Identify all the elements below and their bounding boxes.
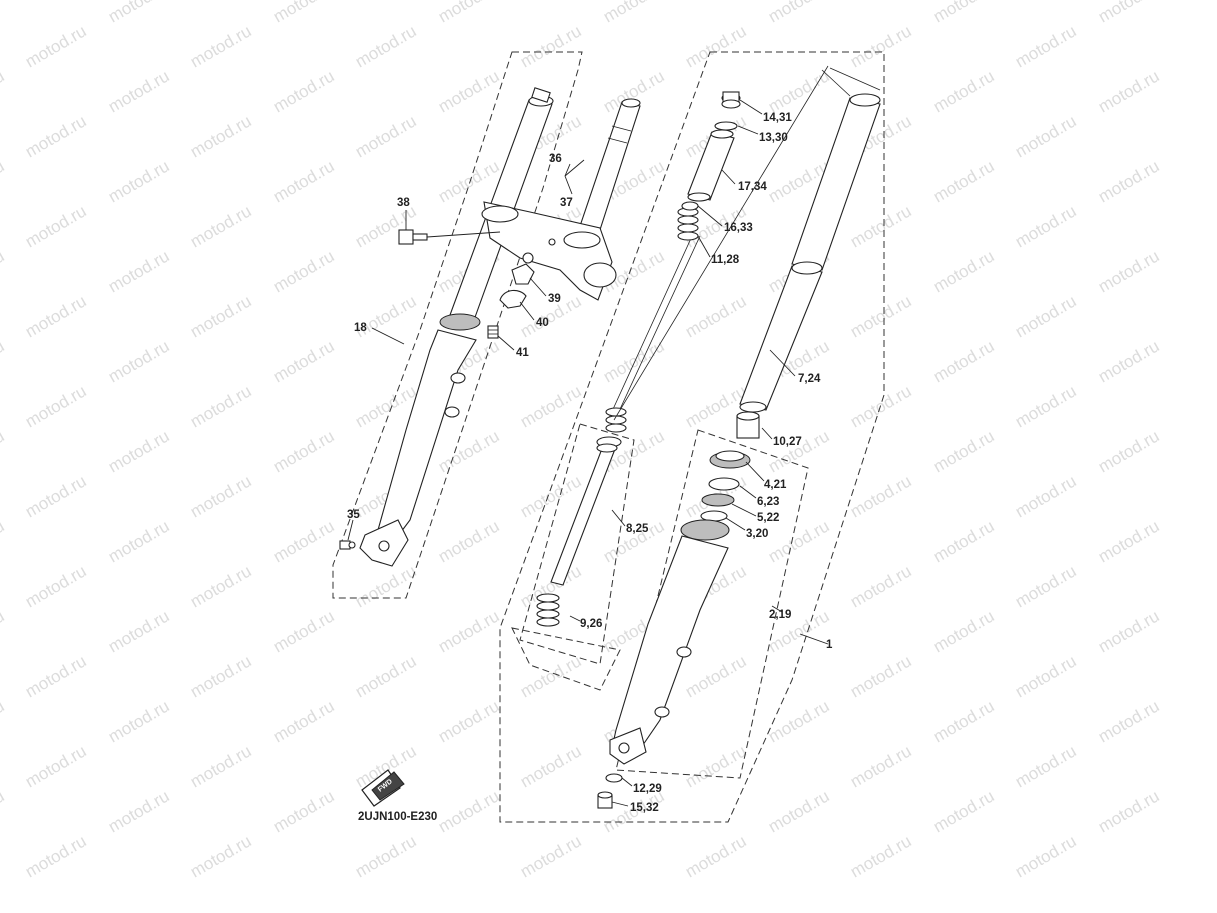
callout-16-33: 16,33 — [724, 222, 753, 234]
callout-2-19: 2,19 — [769, 609, 791, 621]
steering-stem-37 — [577, 98, 641, 237]
callout-36: 36 — [549, 153, 562, 165]
callout-7-24: 7,24 — [798, 373, 821, 385]
screw-41 — [487, 325, 499, 339]
washer-12-29 — [605, 773, 623, 783]
spring-9-26 — [536, 593, 560, 627]
callout-1: 1 — [826, 639, 833, 651]
callout-39: 39 — [548, 293, 561, 305]
left-inner-tube — [449, 87, 554, 321]
o-ring-13-30 — [714, 121, 738, 131]
callout-41: 41 — [516, 347, 529, 359]
bushing-10-27 — [736, 411, 760, 439]
callout-15-32: 15,32 — [630, 802, 659, 814]
spring-lower — [605, 407, 627, 433]
inner-tube-right — [613, 65, 881, 421]
fwd-direction-badge: FWD — [361, 769, 405, 807]
washer-5-22 — [701, 493, 735, 507]
assembly-8-outline — [519, 423, 635, 665]
bolt-38 — [398, 229, 501, 245]
clip-6-23 — [708, 477, 740, 491]
callout-3-20: 3,20 — [746, 528, 768, 540]
callout-9-26: 9,26 — [580, 618, 602, 630]
callout-10-27: 10,27 — [773, 436, 802, 448]
diagram-code: 2UJN100-E230 — [358, 811, 437, 823]
callout-37: 37 — [560, 197, 573, 209]
cap-bolt-14-31 — [721, 91, 741, 109]
callout-40: 40 — [536, 317, 549, 329]
inner-tube-7-24 — [739, 261, 823, 413]
rebound-rod — [614, 235, 701, 421]
assembly-1-outline — [499, 51, 885, 823]
callout-14-31: 14,31 — [763, 112, 792, 124]
callout-13-30: 13,30 — [759, 132, 788, 144]
outer-tube-2-19 — [609, 519, 730, 765]
callout-4-21: 4,21 — [764, 479, 787, 491]
callout-11-28: 11,28 — [711, 254, 740, 266]
callout-6-23: 6,23 — [757, 496, 779, 508]
washer-16-33 — [681, 201, 699, 211]
rebound-rod-edge — [608, 233, 694, 419]
callout-38: 38 — [397, 197, 410, 209]
assembly-9-outline — [511, 627, 621, 691]
assembly-18-outline — [332, 51, 583, 599]
spacer-17-34 — [687, 129, 735, 202]
clip-40 — [499, 289, 527, 309]
bolt-35 — [339, 540, 356, 550]
leader-lines — [347, 99, 829, 807]
spring-11-28 — [677, 207, 699, 241]
damper-rod — [550, 436, 622, 586]
bolt-15-32 — [597, 791, 613, 809]
callout-12-29: 12,29 — [633, 783, 662, 795]
clamp-39 — [511, 263, 535, 285]
callout-18: 18 — [354, 322, 367, 334]
under-bracket — [481, 201, 617, 301]
callout-35: 35 — [347, 509, 360, 521]
oil-seal-4-21 — [709, 450, 751, 469]
bushing-3-20 — [700, 510, 728, 522]
callout-17-34: 17,34 — [738, 181, 767, 193]
left-outer-tube — [359, 313, 481, 567]
callout-8-25: 8,25 — [626, 523, 649, 535]
callout-5-22: 5,22 — [757, 512, 779, 524]
